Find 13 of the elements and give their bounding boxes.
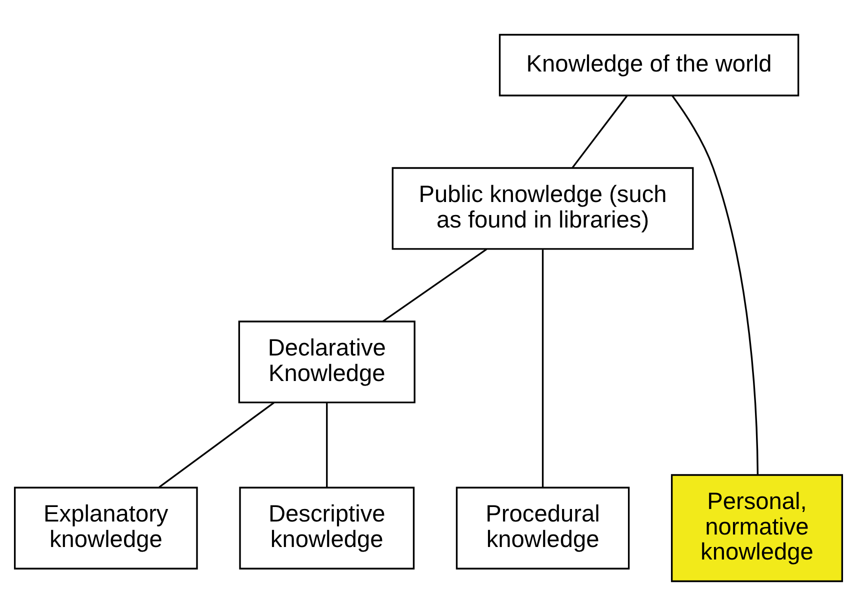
connector	[542, 249, 544, 488]
connector	[382, 248, 488, 322]
connector	[671, 94, 759, 474]
node-box: Explanatory knowledge	[14, 486, 198, 569]
node-box: Personal, normative knowledge	[670, 474, 844, 582]
node-box: Public knowledge (such as found in libraries)	[392, 166, 694, 250]
connector	[158, 401, 274, 488]
node-box: Procedural knowledge	[456, 486, 630, 569]
connector	[572, 94, 628, 168]
connector	[326, 402, 328, 487]
node-box: Declarative Knowledge	[238, 320, 416, 403]
node-box: Descriptive knowledge	[239, 486, 415, 569]
node-box: Knowledge of the world	[498, 33, 800, 96]
